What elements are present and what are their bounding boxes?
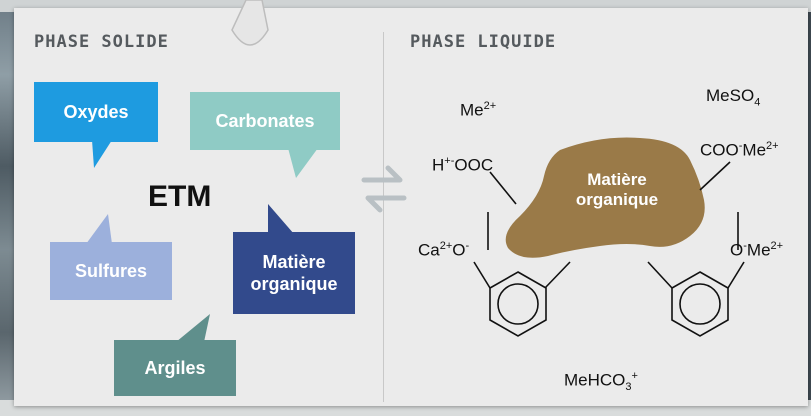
bubble-sulfures: Sulfures <box>50 242 172 300</box>
tail-matiere <box>268 204 294 234</box>
species-me: Me2+ <box>460 100 497 120</box>
phase-divider <box>383 32 384 402</box>
bubble-carbonates: Carbonates <box>190 92 340 150</box>
bond-lines <box>473 161 745 289</box>
species-meso4: MeSO4 <box>706 86 761 109</box>
species-mehco3: MeHCO3+ <box>564 370 638 394</box>
tail-carbonates <box>288 148 318 178</box>
tail-sulfures <box>86 214 112 244</box>
bubble-argiles: Argiles <box>114 340 236 396</box>
species-ome: O-Me2+ <box>730 240 784 260</box>
organic-matter-blob <box>505 137 705 258</box>
benzene-ring-left <box>489 271 547 337</box>
tail-oxydes <box>92 140 112 168</box>
etm-label: ETM <box>148 180 212 213</box>
species-coome: COO-Me2+ <box>700 140 779 160</box>
benzene-ring-right <box>671 271 729 337</box>
species-hooc: H+-OOC <box>432 155 494 175</box>
heading-solid-phase: PHASE SOLIDE <box>34 32 169 52</box>
bubble-oxydes: Oxydes <box>34 82 158 142</box>
tail-argiles <box>176 314 210 342</box>
blob-label: Matière organique <box>575 170 659 209</box>
species-cao: Ca2+O- <box>418 240 470 260</box>
bubble-matiere-organique: Matière organique <box>233 232 355 314</box>
heading-liquid-phase: PHASE LIQUIDE <box>410 32 557 52</box>
